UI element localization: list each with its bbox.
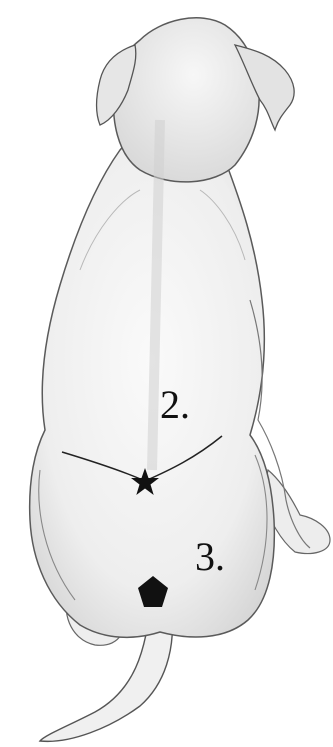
dog-head <box>114 18 260 182</box>
label-2: 2. <box>160 382 190 427</box>
label-3: 3. <box>195 534 225 579</box>
